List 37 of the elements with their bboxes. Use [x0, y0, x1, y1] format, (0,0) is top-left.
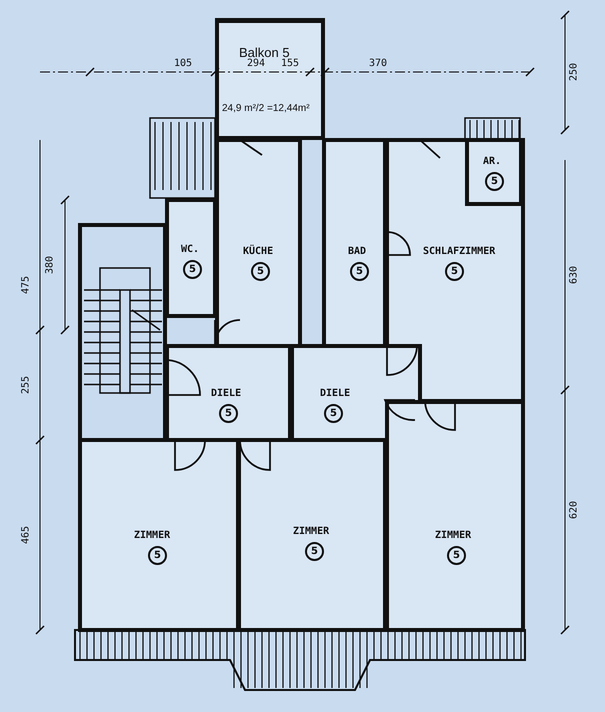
dimension-label: 155	[280, 58, 300, 69]
balcony	[215, 18, 325, 140]
area-calculation: 24,9 m²/2 =12,44m²	[222, 103, 310, 114]
dimension-label: 370	[368, 58, 388, 69]
room-name: KÜCHE	[243, 246, 274, 257]
room	[385, 400, 525, 632]
room-number: 5	[183, 260, 202, 279]
room-name: ZIMMER	[435, 530, 472, 541]
room-number: 5	[324, 404, 343, 423]
room-name: BAD	[348, 246, 366, 257]
room-number: 5	[148, 546, 167, 565]
dimension-label: 630	[568, 266, 580, 284]
room-number: 5	[445, 262, 464, 281]
dimension-label: 250	[568, 62, 580, 82]
room-number: 5	[350, 262, 369, 281]
dimension-label: 105	[174, 58, 192, 69]
room	[385, 138, 525, 403]
room-number: 5	[305, 542, 324, 561]
room-name: DIELE	[320, 388, 350, 399]
room-number: 5	[485, 172, 504, 191]
room-name: ZIMMER	[293, 526, 330, 537]
room-name: DIELE	[211, 388, 242, 399]
room	[165, 198, 217, 318]
room-name: SCHLAFZIMMER	[423, 246, 496, 257]
room-name: WC.	[181, 244, 200, 255]
room-name: AR.	[483, 156, 502, 167]
room-number: 5	[447, 546, 466, 565]
dimension-label: 294	[246, 58, 266, 69]
dimension-label: 475	[20, 276, 32, 294]
room-number: 5	[219, 404, 238, 423]
dimension-label: 465	[20, 526, 32, 544]
dimension-label: 620	[568, 500, 580, 520]
room-name: ZIMMER	[134, 530, 170, 541]
room-number: 5	[251, 262, 270, 281]
balcony-name: Balkon 5	[239, 45, 290, 60]
dimension-label: 380	[44, 256, 56, 274]
dimension-label: 255	[20, 376, 32, 394]
